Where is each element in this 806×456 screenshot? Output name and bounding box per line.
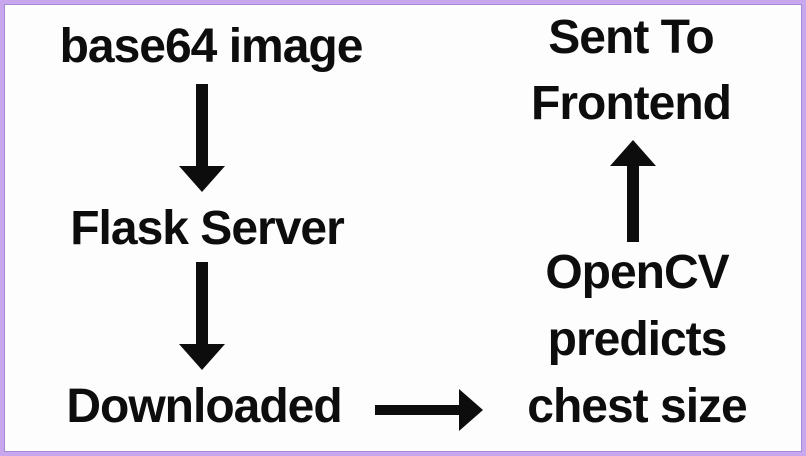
node-sent-to-frontend-line-1: Sent To <box>548 11 714 64</box>
node-flask-server: Flask Server <box>70 200 345 258</box>
node-sent-to-frontend: Sent To Frontend <box>531 5 732 137</box>
node-opencv-line-2: predicts <box>547 313 728 366</box>
arrow-right-downloaded-to-opencv-icon <box>375 387 483 433</box>
node-flask-server-label: Flask Server <box>70 202 345 255</box>
arrow-down-flask-to-downloaded-icon <box>178 262 226 370</box>
node-downloaded: Downloaded <box>66 378 342 436</box>
node-base64-image-label: base64 image <box>59 20 364 73</box>
node-opencv-line-3: chest size <box>527 380 747 433</box>
node-base64-image: base64 image <box>59 18 364 76</box>
node-opencv-line-1: OpenCV <box>545 246 729 299</box>
diagram-canvas <box>4 4 802 452</box>
node-sent-to-frontend-line-2: Frontend <box>531 77 732 130</box>
arrow-up-opencv-to-frontend-icon <box>609 140 657 242</box>
node-opencv-predicts-chest-size: OpenCV predicts chest size <box>527 239 747 440</box>
arrow-down-base64-to-flask-icon <box>178 84 226 192</box>
node-downloaded-label: Downloaded <box>66 380 342 433</box>
